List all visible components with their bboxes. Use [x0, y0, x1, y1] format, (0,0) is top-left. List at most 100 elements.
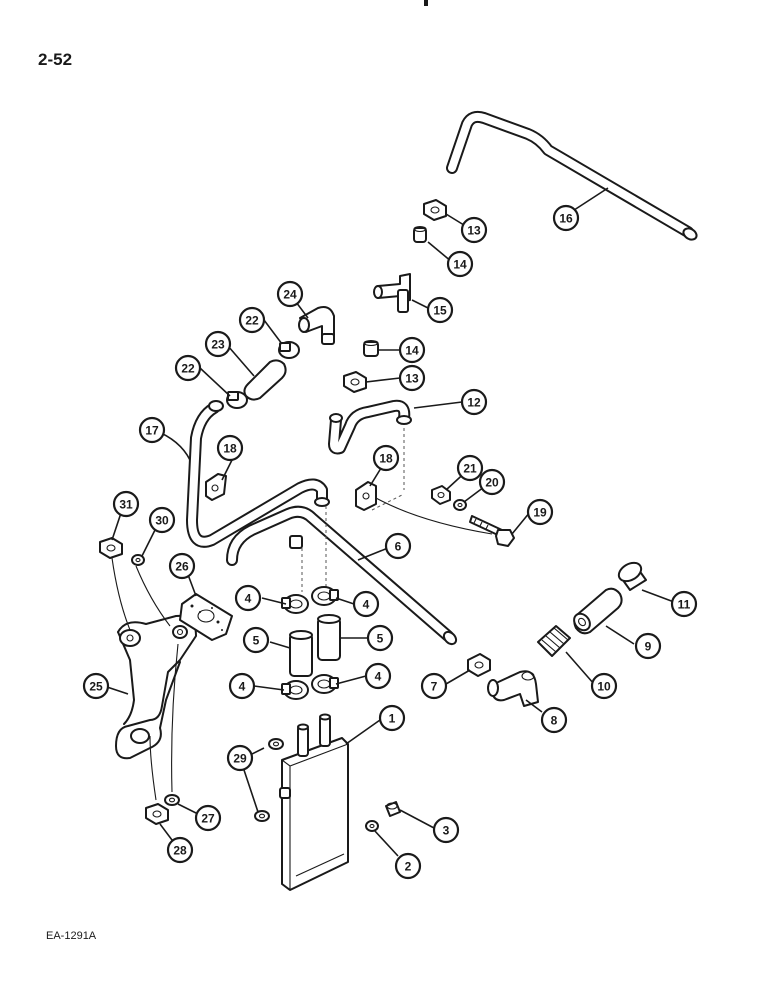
- callout-27: 27: [194, 804, 222, 832]
- callout-circle: [194, 804, 222, 832]
- callout-17: 17: [138, 416, 166, 444]
- callout-24: 24: [276, 280, 304, 308]
- callout-label: 8: [551, 714, 558, 728]
- part-nut-13-mid: [343, 371, 367, 393]
- callout-23: 23: [204, 330, 232, 358]
- callout-26: 26: [168, 552, 196, 580]
- scan-mark: [424, 0, 428, 6]
- callout-label: 29: [233, 752, 247, 766]
- part-bracket-25: [115, 614, 197, 760]
- callout-label: 10: [597, 680, 611, 694]
- stud-line-bottom-2: [171, 643, 179, 793]
- part-tee-15: [373, 273, 411, 313]
- callout-1: 1: [378, 704, 406, 732]
- callout-circle: [540, 706, 568, 734]
- callout-14: 14: [446, 250, 474, 278]
- callout-30: 30: [148, 506, 176, 534]
- callout-11: 11: [670, 590, 698, 618]
- callout-16: 16: [552, 204, 580, 232]
- part-bolt-19: [469, 515, 515, 547]
- callout-circle: [138, 416, 166, 444]
- callout-25: 25: [82, 672, 110, 700]
- callout-circle: [168, 552, 196, 580]
- callout-31: 31: [112, 490, 140, 518]
- callout-label: 4: [245, 592, 252, 606]
- callout-label: 1: [389, 712, 396, 726]
- callout-label: 22: [181, 362, 195, 376]
- callout-circle: [398, 336, 426, 364]
- callout-circle: [226, 744, 254, 772]
- callout-label: 20: [485, 476, 499, 490]
- callout-label: 14: [453, 258, 467, 272]
- part-sleeve-14-top: [413, 225, 427, 243]
- callout-label: 18: [379, 452, 393, 466]
- callout-label: 5: [377, 632, 384, 646]
- callout-14: 14: [398, 336, 426, 364]
- callout-label: 4: [363, 598, 370, 612]
- part-sleeve-14-mid: [363, 339, 379, 357]
- callout-circle: [352, 590, 380, 618]
- callout-3: 3: [432, 816, 460, 844]
- callout-circle: [204, 330, 232, 358]
- stud-line-top: [111, 557, 131, 631]
- callout-label: 16: [559, 212, 573, 226]
- callout-29: 29: [226, 744, 254, 772]
- callout-label: 13: [467, 224, 481, 238]
- callout-circle: [432, 816, 460, 844]
- callout-circle: [166, 836, 194, 864]
- callout-label: 28: [173, 844, 187, 858]
- callout-9: 9: [634, 632, 662, 660]
- callout-circle: [364, 662, 392, 690]
- part-nut-13-top: [423, 199, 447, 221]
- callout-circle: [384, 532, 412, 560]
- callout-19: 19: [526, 498, 554, 526]
- callout-circle: [238, 306, 266, 334]
- callout-circle: [276, 280, 304, 308]
- part-hose-5-right: [317, 614, 341, 661]
- callout-4: 4: [364, 662, 392, 690]
- callout-circle: [174, 354, 202, 382]
- part-fitting-7: [467, 653, 491, 677]
- callout-label: 31: [119, 498, 133, 512]
- callout-18: 18: [216, 434, 244, 462]
- callout-2: 2: [394, 852, 422, 880]
- callout-label: 18: [223, 442, 237, 456]
- part-washer-29-bottom: [254, 810, 270, 822]
- part-pipe-12: [328, 399, 412, 455]
- callout-8: 8: [540, 706, 568, 734]
- callout-label: 9: [645, 640, 652, 654]
- part-body-1: [279, 713, 349, 891]
- callout-label: 4: [239, 680, 246, 694]
- callout-circle: [460, 216, 488, 244]
- callout-label: 27: [201, 812, 215, 826]
- callout-circle: [590, 672, 618, 700]
- callout-7: 7: [420, 672, 448, 700]
- callout-13: 13: [460, 216, 488, 244]
- part-clamp-4-lower-right: [311, 674, 339, 694]
- callout-circle: [526, 498, 554, 526]
- callout-circle: [242, 626, 270, 654]
- callout-circle: [366, 624, 394, 652]
- part-washer-29-top: [268, 738, 284, 750]
- figure-code: EA-1291A: [46, 930, 97, 942]
- part-clamp-22-lower: [226, 391, 248, 409]
- callout-label: 7: [431, 680, 438, 694]
- callout-28: 28: [166, 836, 194, 864]
- callout-22: 22: [174, 354, 202, 382]
- part-nut-21: [431, 485, 451, 505]
- part-elbow-8: [487, 670, 539, 707]
- callout-circle: [148, 506, 176, 534]
- part-plug-3: [385, 801, 401, 817]
- bolt-alignment-line: [375, 497, 493, 535]
- callout-circle: [478, 468, 506, 496]
- part-coupling-9: [573, 587, 623, 635]
- callout-circle: [460, 388, 488, 416]
- callout-label: 19: [533, 506, 547, 520]
- callout-13: 13: [398, 364, 426, 392]
- callout-label: 15: [433, 304, 447, 318]
- callout-5: 5: [366, 624, 394, 652]
- callout-label: 12: [467, 396, 481, 410]
- callout-label: 6: [395, 540, 402, 554]
